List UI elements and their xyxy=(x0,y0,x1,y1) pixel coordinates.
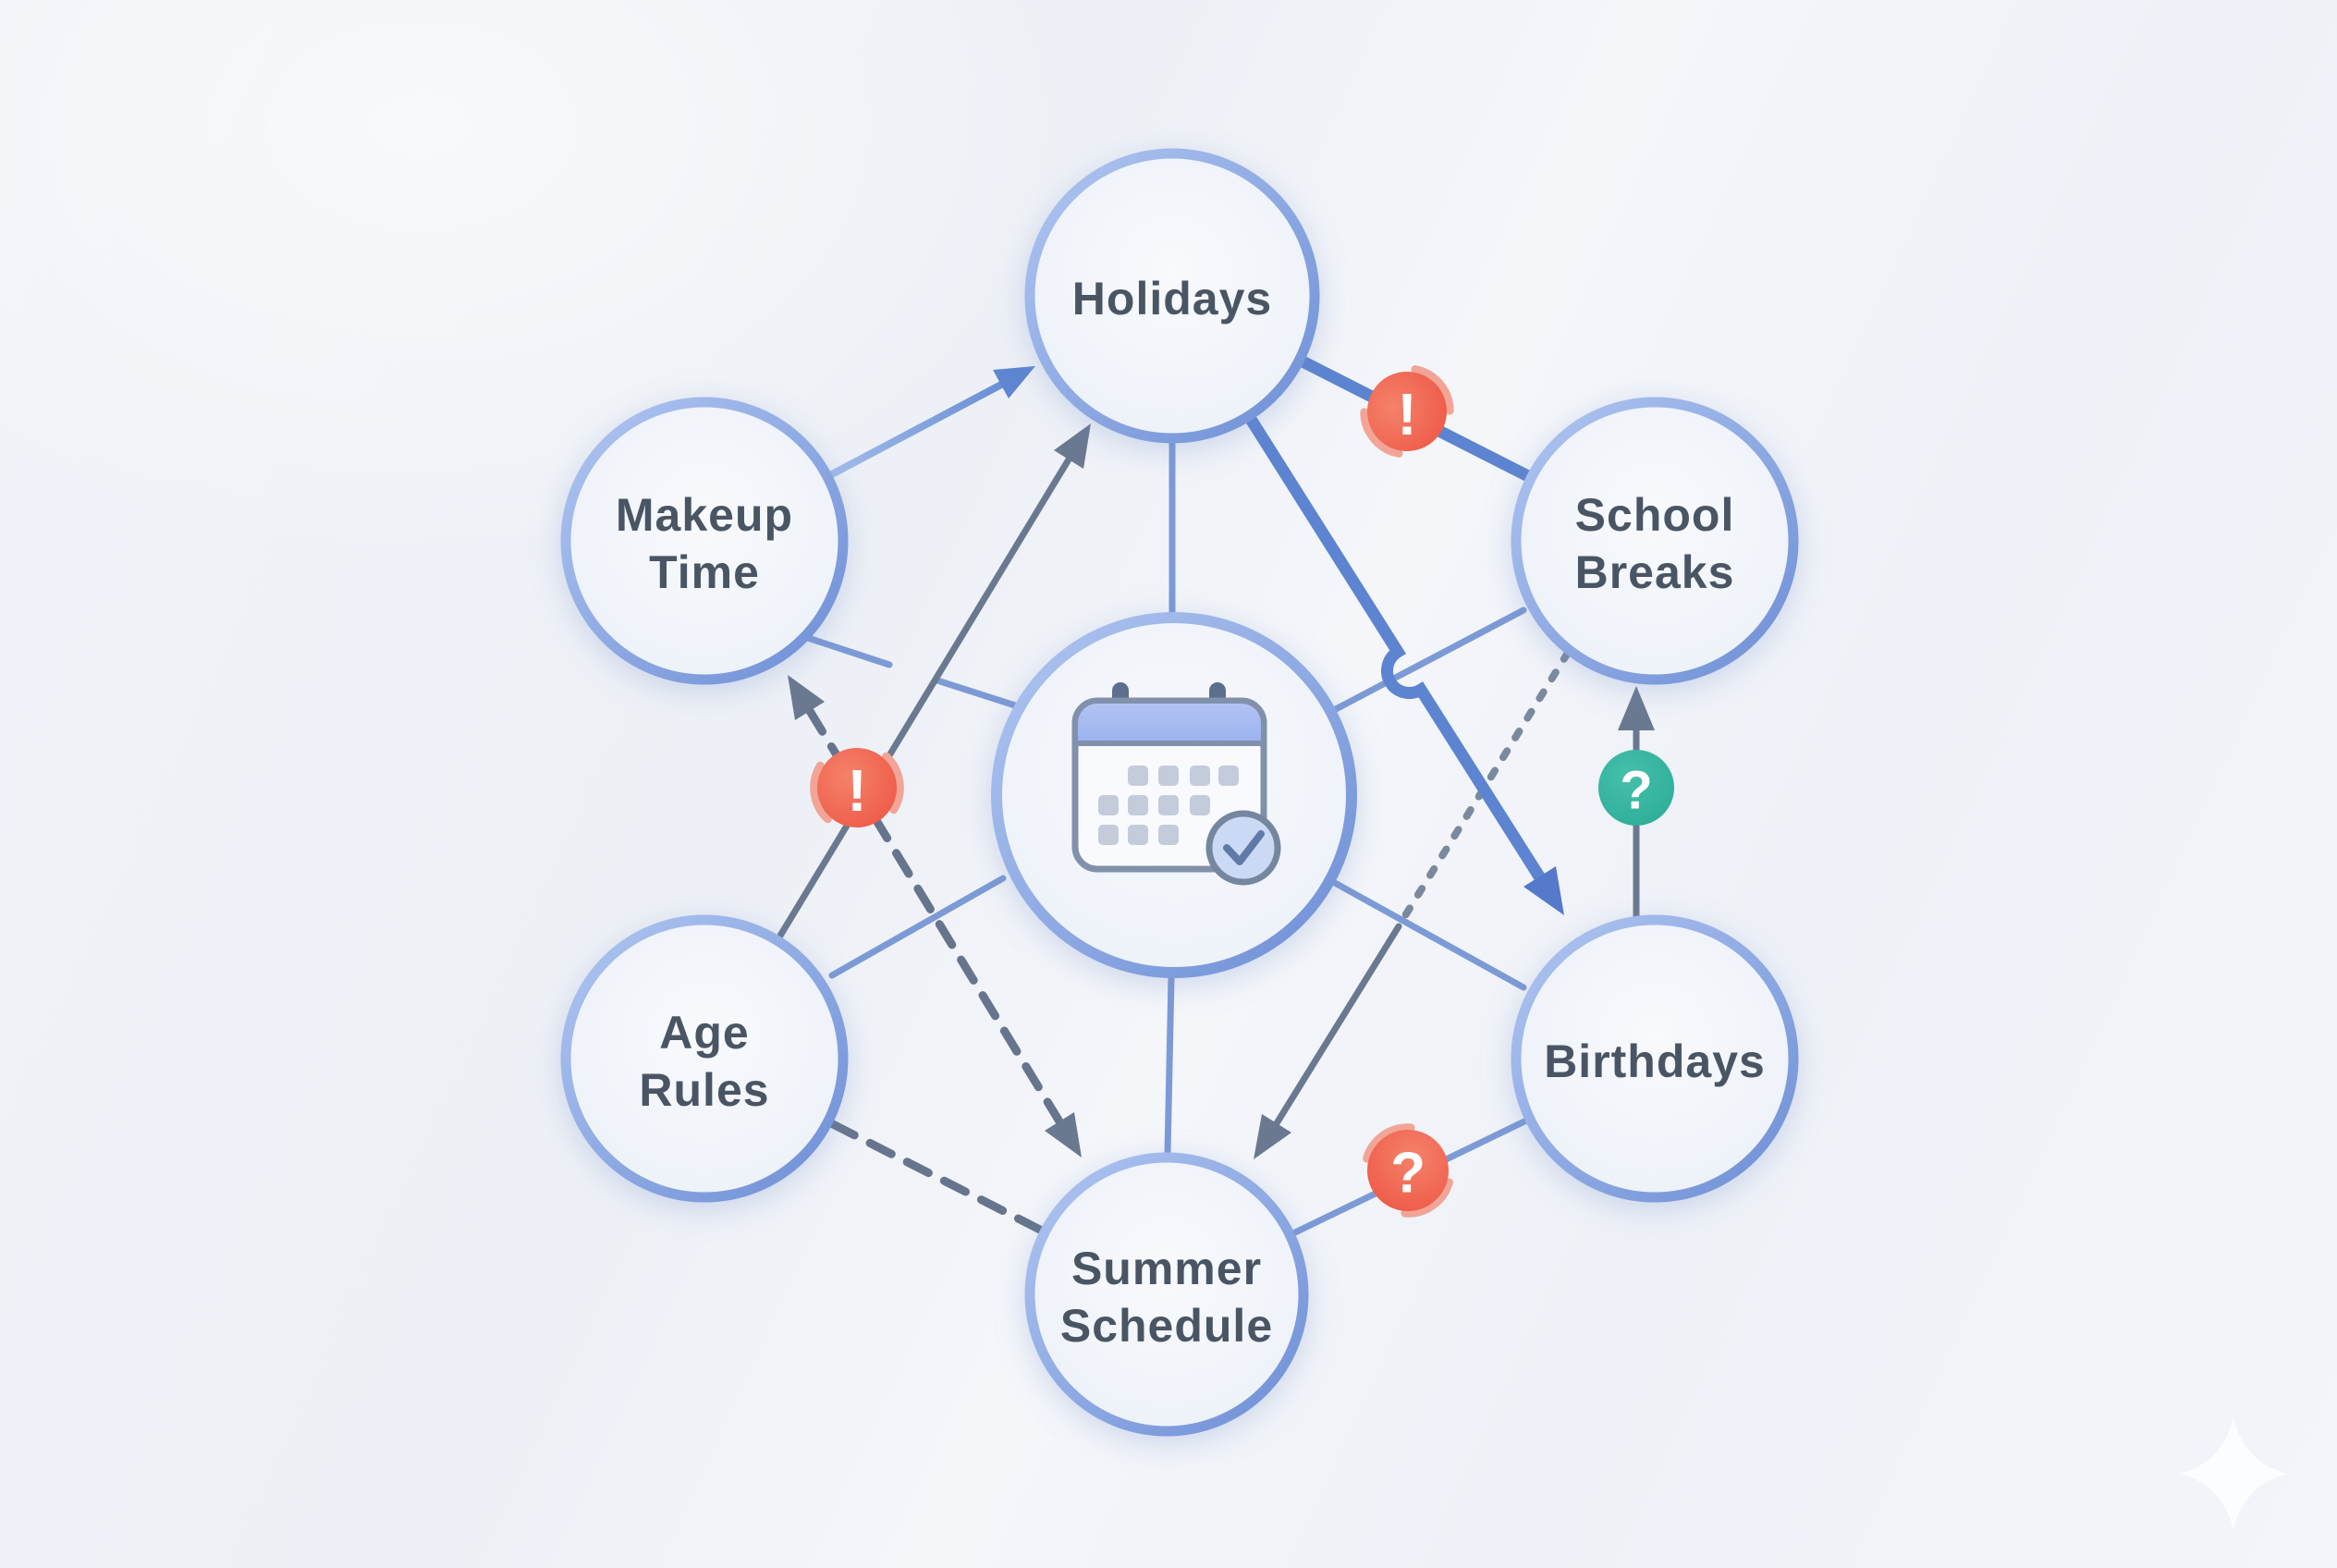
sonar-wave-icon xyxy=(882,752,904,815)
node-summer-line2: Schedule xyxy=(1060,1300,1273,1352)
sonar-wave-icon xyxy=(810,761,832,824)
arrow-agerules-holidays-line xyxy=(777,456,1072,939)
node-summer-schedule-circle[interactable] xyxy=(1024,1152,1309,1437)
sonar-wave-icon xyxy=(1363,1123,1415,1163)
node-birthdays[interactable]: Birthdays xyxy=(1511,914,1799,1203)
calendar-header xyxy=(1078,704,1261,742)
badge-question-summer-birthdays[interactable]: ? xyxy=(1350,1112,1465,1229)
node-makeup-line1: Makeup xyxy=(616,489,793,541)
node-school-breaks-circle[interactable] xyxy=(1511,397,1799,685)
sonar-wave-icon xyxy=(1360,408,1403,458)
edge-center-agerules xyxy=(828,875,1007,979)
edge-center-makeup-b xyxy=(804,634,893,668)
alert-glyph: ! xyxy=(1397,381,1416,447)
question-badge-icon[interactable] xyxy=(1598,750,1674,826)
edge-center-schoolbreaks xyxy=(1332,606,1527,713)
arrowhead-to-holidays xyxy=(1054,423,1091,469)
node-age-rules-circle[interactable] xyxy=(560,914,849,1203)
edge-center-birthdays xyxy=(1331,879,1527,991)
arrowhead-to-makeup xyxy=(788,675,825,720)
node-holidays-circle[interactable] xyxy=(1024,148,1320,444)
badge-question-birthdays-schoolbreaks[interactable]: ? xyxy=(1598,750,1674,826)
node-summer-line1: Summer xyxy=(1071,1243,1262,1294)
badges-layer: ! ! ? ? xyxy=(809,353,1674,1229)
check-circle-icon xyxy=(1205,810,1281,886)
alert-glyph: ! xyxy=(847,757,866,824)
node-holidays[interactable]: Holidays xyxy=(1024,148,1320,444)
node-birthdays-label: Birthdays xyxy=(1544,1035,1766,1087)
arrowhead-to-schoolbreaks xyxy=(1618,686,1655,730)
check-mark-icon xyxy=(1223,830,1265,865)
question-glyph: ? xyxy=(1390,1142,1425,1206)
edge-center-summer xyxy=(1164,974,1175,1157)
node-center-calendar[interactable] xyxy=(991,612,1357,978)
node-makeup-time-circle[interactable] xyxy=(560,397,849,685)
question-badge-icon[interactable] xyxy=(1352,1114,1465,1228)
arrowhead-to-birthdays xyxy=(1523,866,1564,915)
connector-solid-segment xyxy=(1273,923,1402,1127)
node-school-line1: School xyxy=(1575,489,1735,541)
arrow-agerules-holidays xyxy=(777,423,1091,939)
question-glyph: ? xyxy=(1620,761,1652,821)
arrow-holidays-birthdays xyxy=(1245,414,1564,915)
edge-center-makeup-a xyxy=(934,677,1019,709)
badge-alert-holidays-schoolbreaks[interactable]: ! xyxy=(1349,353,1465,469)
arrow-makeup-holidays-line xyxy=(826,380,1007,479)
edge-agerules-summer-dashed xyxy=(828,1120,1045,1234)
arrow-makeup-holidays xyxy=(826,366,1035,479)
node-birthdays-line1: Birthdays xyxy=(1544,1035,1766,1087)
sonar-wave-icon xyxy=(1411,365,1454,415)
badge-alert-makeup-summer[interactable]: ! xyxy=(809,742,905,833)
node-holidays-line1: Holidays xyxy=(1072,273,1272,325)
node-makeup-line2: Time xyxy=(649,546,760,598)
calendar-day-grid xyxy=(1098,766,1239,845)
alert-badge-icon[interactable] xyxy=(812,742,901,832)
node-holidays-label: Holidays xyxy=(1072,273,1272,325)
sonar-wave-icon xyxy=(1401,1178,1453,1218)
arrowhead-to-summer xyxy=(1045,1112,1082,1158)
arrow-holidays-birthdays-path xyxy=(1245,414,1546,883)
node-birthdays-circle[interactable] xyxy=(1511,914,1799,1203)
arrowhead-to-summer-right xyxy=(1254,1114,1291,1159)
connector-schoolbreaks-summer xyxy=(1254,649,1572,1159)
node-age-line1: Age xyxy=(659,1007,749,1059)
calendar-check-icon xyxy=(1071,682,1281,886)
alert-badge-icon[interactable] xyxy=(1351,355,1462,467)
node-school-line2: Breaks xyxy=(1575,546,1735,598)
connector-dotted-segment xyxy=(1401,649,1572,921)
sparkle-icon xyxy=(2180,1418,2287,1529)
node-age-line2: Rules xyxy=(639,1064,769,1116)
arrowhead-to-holidays-blue xyxy=(993,366,1035,398)
